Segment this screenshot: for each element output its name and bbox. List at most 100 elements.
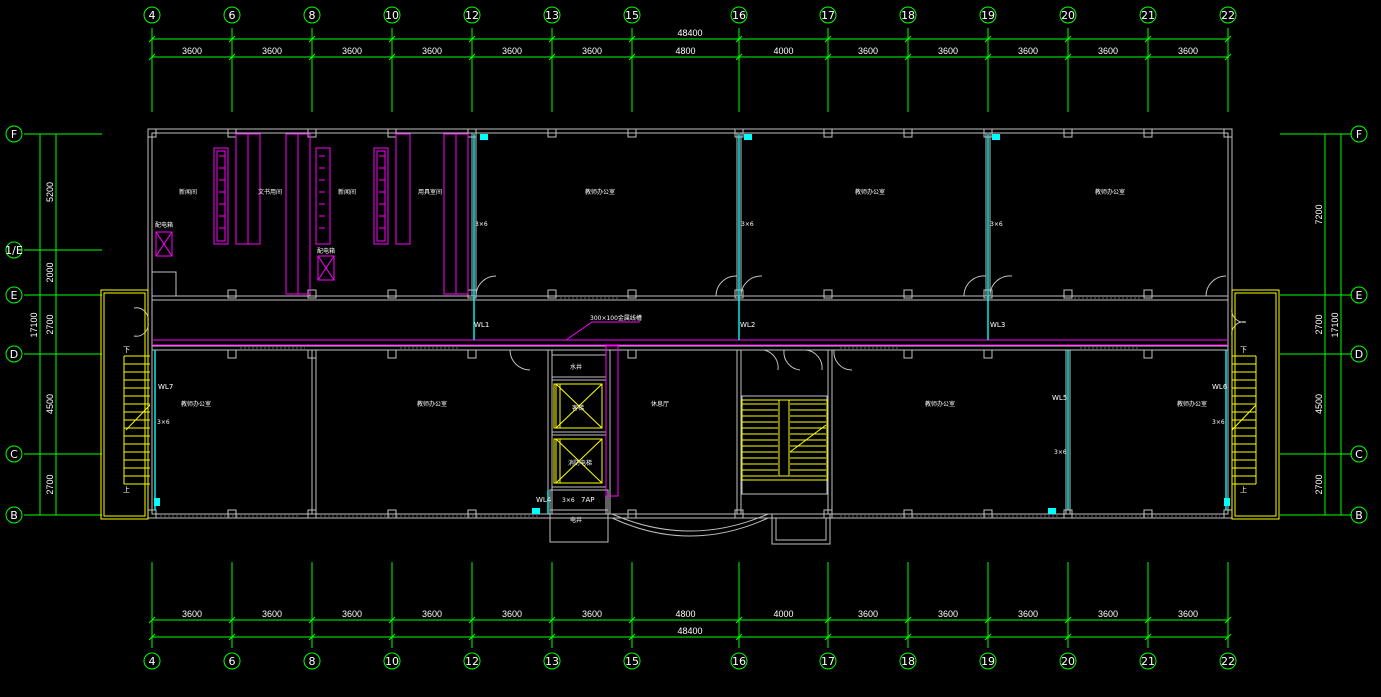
- svg-text:E: E: [11, 289, 18, 302]
- bottom-total-dimension: 48400: [677, 626, 702, 636]
- axis-bubble: 8: [303, 6, 321, 24]
- segment-dimension: 3600: [262, 46, 282, 56]
- svg-text:D: D: [10, 348, 18, 361]
- axis-bubble: 18: [899, 652, 917, 670]
- segment-dimension: 4000: [773, 609, 793, 619]
- stair-up-label-right: 上: [1240, 485, 1247, 494]
- svg-text:4: 4: [149, 9, 156, 22]
- cable-size-g: 3×6: [562, 497, 575, 504]
- cable-size-d: 3×6: [157, 419, 170, 426]
- svg-text:C: C: [1355, 448, 1363, 461]
- segment-dimension: 3600: [858, 46, 878, 56]
- segment-dimension: 4800: [675, 609, 695, 619]
- stairs: [100, 289, 1280, 520]
- svg-text:19: 19: [981, 9, 995, 22]
- cable-size-f: 3×6: [1212, 419, 1225, 426]
- segment-dimension: 4000: [773, 46, 793, 56]
- room-label-office-b: 教师办公室: [855, 188, 885, 196]
- svg-text:17: 17: [821, 9, 835, 22]
- window-marks: [160, 297, 1220, 517]
- svg-text:21: 21: [1141, 9, 1155, 22]
- bottom-dimension-chain: [152, 619, 1229, 638]
- svg-text:1/E: 1/E: [5, 244, 23, 257]
- axis-bubble: F: [1350, 125, 1368, 143]
- svg-text:E: E: [1356, 289, 1363, 302]
- axis-bubble: 10: [383, 6, 401, 24]
- wl2-label: WL2: [740, 321, 755, 329]
- segment-dimension: 4500: [45, 394, 55, 414]
- wl5-label: WL5: [1052, 394, 1067, 402]
- room-label-panel-2: 配电箱: [317, 247, 335, 255]
- segment-dimension: 2700: [45, 474, 55, 494]
- svg-text:16: 16: [732, 9, 746, 22]
- axis-bubble: 21: [1139, 6, 1157, 24]
- segment-dimension: 2700: [1314, 474, 1324, 494]
- segment-dimension: 3600: [342, 609, 362, 619]
- svg-text:22: 22: [1221, 9, 1235, 22]
- room-label-r4: 用具室间: [418, 188, 442, 196]
- segment-dimension: 3600: [938, 609, 958, 619]
- svg-text:18: 18: [901, 9, 915, 22]
- svg-text:B: B: [10, 509, 18, 522]
- svg-text:15: 15: [625, 9, 639, 22]
- segment-dimension: 3600: [582, 46, 602, 56]
- axis-bubble: 16: [730, 652, 748, 670]
- room-label-elevator-1: 客梯: [572, 404, 584, 412]
- axis-bubble: 6: [223, 6, 241, 24]
- stair-down-label-left: 下: [123, 346, 130, 354]
- axis-bubble: E: [1350, 286, 1368, 304]
- segment-dimension: 3600: [182, 609, 202, 619]
- axis-bubble: 10: [383, 652, 401, 670]
- top-dimension-chain: [152, 38, 1229, 58]
- axis-bubble: 16: [730, 6, 748, 24]
- axis-bubble: C: [1350, 445, 1368, 463]
- axis-bubble: 4: [143, 6, 161, 24]
- axis-bubble: 18: [899, 6, 917, 24]
- axis-bubble: 17: [819, 6, 837, 24]
- axis-bubble: 13: [543, 6, 561, 24]
- axis-bubble: 22: [1219, 6, 1237, 24]
- cable-size-a: 3×6: [475, 221, 488, 228]
- room-label-r2: 文书用间: [258, 188, 282, 196]
- axis-bubble: 1/E: [5, 241, 23, 259]
- axis-bubble: 15: [623, 652, 641, 670]
- axis-bubble: D: [1350, 345, 1368, 363]
- segment-dimension: 4500: [1314, 394, 1324, 414]
- building-walls: [133, 128, 1247, 545]
- svg-text:21: 21: [1141, 655, 1155, 668]
- svg-text:C: C: [10, 448, 18, 461]
- segment-dimension: 3600: [502, 609, 522, 619]
- wl4-label: WL4: [536, 496, 552, 504]
- segment-dimension: 3600: [1178, 46, 1198, 56]
- wl1-label: WL1: [474, 321, 489, 329]
- svg-text:13: 13: [545, 9, 559, 22]
- svg-text:22: 22: [1221, 655, 1235, 668]
- stair-down-label-right: 下: [1240, 346, 1247, 354]
- segment-dimension: 3600: [1098, 609, 1118, 619]
- svg-text:10: 10: [385, 9, 399, 22]
- axis-bubble: 20: [1059, 652, 1077, 670]
- cable-size-b: 3×6: [741, 221, 754, 228]
- segment-dimension: 3600: [422, 46, 442, 56]
- segment-dimension: 4800: [675, 46, 695, 56]
- axis-bubble: C: [5, 445, 23, 463]
- segment-dimension: 2700: [1314, 314, 1324, 334]
- svg-text:B: B: [1355, 509, 1363, 522]
- cable-size-e: 3×6: [1054, 449, 1067, 456]
- svg-text:12: 12: [465, 655, 479, 668]
- top-total-dimension: 48400: [677, 28, 702, 38]
- segment-dimension: 3600: [182, 46, 202, 56]
- cable-size-c: 3×6: [990, 221, 1003, 228]
- axis-bubble: B: [1350, 506, 1368, 524]
- room-label-lobby: 休息厅: [651, 400, 669, 408]
- segment-dimension: 3600: [1018, 46, 1038, 56]
- axis-bubble: 19: [979, 652, 997, 670]
- svg-text:F: F: [11, 128, 17, 141]
- axis-bubble: 8: [303, 652, 321, 670]
- elevators: [553, 383, 603, 484]
- segment-dimension: 5200: [45, 182, 55, 202]
